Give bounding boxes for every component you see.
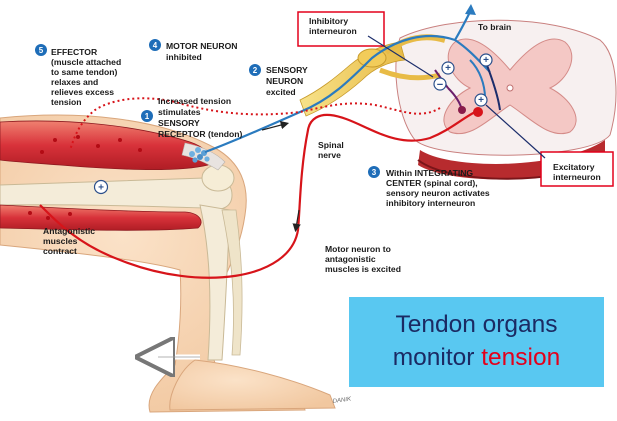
spinal-nerve-label-1: Spinal bbox=[318, 140, 344, 150]
artist-signature: DANIK bbox=[332, 396, 352, 405]
motor-label-2: antagonistic bbox=[325, 254, 376, 264]
synapse-plus-2: + bbox=[480, 54, 492, 66]
inhibitory-label-2: interneuron bbox=[309, 26, 357, 36]
step2-line1: SENSORY bbox=[266, 65, 308, 75]
synapse-plus-muscle: + bbox=[95, 181, 108, 194]
step1-line4: RECEPTOR (tendon) bbox=[158, 129, 242, 139]
synapse-minus: − bbox=[434, 78, 446, 91]
step3-line1: Within INTEGRATING bbox=[386, 168, 473, 178]
antagonistic-line2: muscles bbox=[43, 236, 78, 246]
step4-line1: MOTOR NEURON bbox=[166, 41, 237, 51]
step3-number: 3 bbox=[372, 168, 377, 177]
central-canal bbox=[507, 85, 513, 91]
step5-line6: tension bbox=[51, 97, 82, 107]
svg-text:+: + bbox=[478, 95, 484, 106]
step2-number: 2 bbox=[253, 66, 258, 75]
svg-text:+: + bbox=[98, 183, 104, 194]
banner-line2-prefix: monitor bbox=[393, 344, 482, 371]
synapse-plus-3: + bbox=[475, 94, 487, 106]
banner-line2: monitor tension bbox=[349, 344, 604, 372]
step5-line4: relaxes and bbox=[51, 77, 98, 87]
inhibitory-label-1: Inhibitory bbox=[309, 16, 348, 26]
to-brain-arrow bbox=[465, 4, 476, 15]
svg-text:−: − bbox=[437, 79, 443, 91]
to-brain-label: To brain bbox=[478, 22, 511, 32]
motor-cell-body-2 bbox=[458, 106, 466, 114]
step3-line3: sensory neuron activates bbox=[386, 188, 490, 198]
step5-line1: EFFECTOR bbox=[51, 47, 98, 57]
motor-cell-body-1 bbox=[473, 107, 483, 117]
banner-highlight: tension bbox=[481, 344, 560, 371]
step1-line2: stimulates bbox=[158, 107, 201, 117]
step3-line2: CENTER (spinal cord), bbox=[386, 178, 478, 188]
svg-text:+: + bbox=[445, 63, 451, 74]
svg-text:+: + bbox=[483, 55, 489, 66]
banner-line1: Tendon organs bbox=[349, 311, 604, 339]
foot bbox=[170, 360, 335, 410]
step4-number: 4 bbox=[153, 41, 158, 50]
excitatory-label-1: Excitatory bbox=[553, 162, 595, 172]
step4-line2: inhibited bbox=[166, 52, 202, 62]
step5-line3: to same tendon) bbox=[51, 67, 118, 77]
step5-line2: (muscle attached bbox=[51, 57, 121, 67]
antagonistic-line1: Antagonistic bbox=[43, 226, 95, 236]
step1-number: 1 bbox=[145, 112, 150, 121]
step3-line4: inhibitory interneuron bbox=[386, 198, 475, 208]
antagonistic-line3: contract bbox=[43, 246, 77, 256]
motor-label-3: muscles is excited bbox=[325, 264, 401, 274]
step2-line2: NEURON bbox=[266, 76, 303, 86]
excitatory-label-2: interneuron bbox=[553, 172, 601, 182]
step5-number: 5 bbox=[39, 46, 44, 55]
step5-line5: relieves excess bbox=[51, 87, 114, 97]
step1-line3: SENSORY bbox=[158, 118, 200, 128]
motor-label-1: Motor neuron to bbox=[325, 244, 391, 254]
spinal-nerve-label-2: nerve bbox=[318, 150, 341, 160]
title-banner: Tendon organs monitor tension bbox=[349, 297, 604, 387]
synapse-plus-1: + bbox=[442, 62, 454, 74]
step2-line3: excited bbox=[266, 87, 296, 97]
step1-line1: Increased tension bbox=[158, 96, 231, 106]
